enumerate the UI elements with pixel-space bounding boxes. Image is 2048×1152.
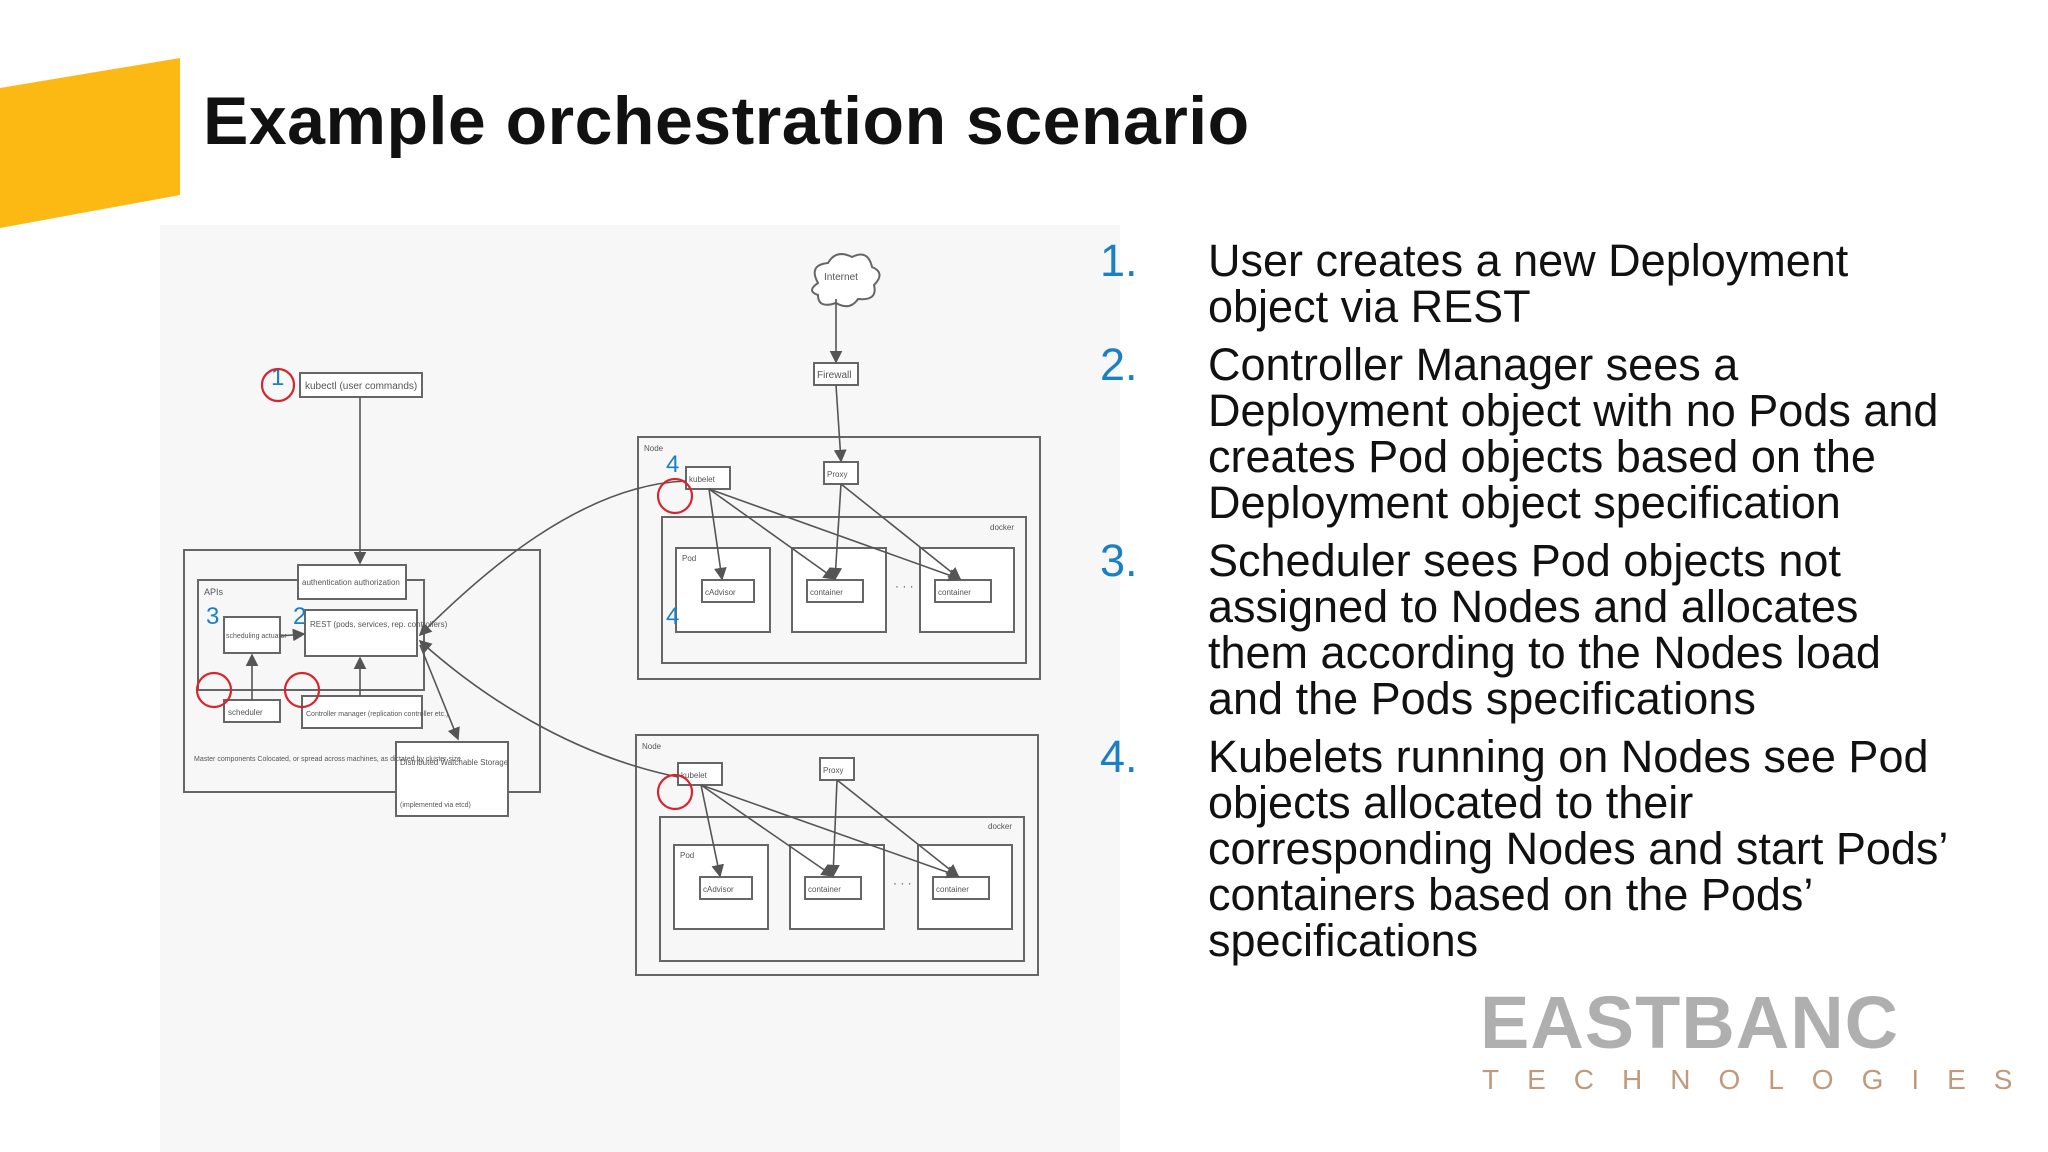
scheduling-label: scheduling actuator: [226, 633, 287, 640]
node-2-container-label: container: [808, 885, 841, 894]
auth-label: authentication authorization: [302, 578, 400, 587]
step-text: Controller Manager sees a Deployment obj…: [1208, 339, 1939, 528]
node-1-container-label: container: [938, 588, 971, 597]
rest-box: [304, 609, 418, 657]
step-item: 4. Kubelets running on Nodes see Pod obj…: [1100, 734, 2040, 964]
step-marker-1: 1: [271, 364, 284, 391]
step-item: 1. User creates a new Deployment object …: [1100, 238, 2040, 330]
storage-note: (implemented via etcd): [400, 802, 471, 809]
controller-manager-label: Controller manager (replication controll…: [306, 711, 448, 718]
architecture-diagram-panel: kubectl (user commands) Internet Firewal…: [160, 225, 1120, 1152]
annotation-circle: [656, 773, 694, 811]
master-note: Master components Colocated, or spread a…: [194, 756, 463, 763]
node-1-ellipsis: · · ·: [895, 579, 914, 593]
scheduling-actuator-box: [223, 616, 281, 654]
node-1-kubelet-box: [685, 466, 731, 490]
node-2-label: Node: [642, 742, 662, 751]
node-2-kubelet-label: kubelet: [681, 771, 708, 780]
node-2-docker-box: [659, 816, 1025, 962]
step-item: 2. Controller Manager sees a Deployment …: [1100, 342, 2040, 526]
step-text: Kubelets running on Nodes see Pod object…: [1208, 731, 1947, 966]
step-number: 2.: [1100, 339, 1138, 390]
step-number: 1.: [1100, 235, 1138, 286]
step-list: 1. User creates a new Deployment object …: [1100, 238, 2040, 976]
annotation-circle: [195, 671, 233, 709]
node-2-box: [635, 734, 1039, 976]
logo-wordmark: EASTBANC: [1480, 981, 1900, 1064]
step-number: 4.: [1100, 731, 1138, 782]
kubernetes-architecture-diagram: kubectl (user commands) Internet Firewal…: [183, 253, 1041, 976]
node-1-container-label: container: [810, 588, 843, 597]
node-1-proxy-label: Proxy: [827, 470, 847, 479]
storage-label: Distributed Watchable Storage: [400, 758, 509, 767]
internet-cloud: [811, 253, 881, 308]
annotation-circle: [656, 477, 694, 515]
auth-box: [297, 564, 407, 600]
master-box: [183, 549, 541, 793]
node-2-proxy-label: Proxy: [823, 766, 843, 775]
step-marker-4-lower: 4: [666, 603, 679, 630]
node-2-kubelet-box: [677, 762, 723, 786]
scheduler-label: scheduler: [228, 708, 263, 717]
apis-label: APIs: [204, 587, 224, 597]
node-1-kubelet-label: kubelet: [689, 475, 716, 484]
node-1-cadvisor-label: cAdvisor: [705, 588, 736, 597]
title-accent-shape: [0, 58, 180, 228]
rest-label: REST (pods, services, rep. controllers): [310, 620, 448, 629]
annotation-circle: [283, 671, 321, 709]
step-number: 3.: [1100, 535, 1138, 586]
node-2-cadvisor-label: cAdvisor: [703, 885, 734, 894]
step-text: Scheduler sees Pod objects not assigned …: [1208, 535, 1881, 724]
eastbanc-logo: EASTBANC TECHNOLOGIES: [1480, 980, 2012, 1095]
node-1-container-box: [934, 579, 992, 603]
node-2-docker-label: docker: [988, 822, 1012, 831]
node-1-docker-label: docker: [990, 523, 1014, 532]
node-1-docker-box: [661, 516, 1027, 664]
kubectl-label: kubectl (user commands): [305, 381, 417, 392]
kubectl-box: [299, 372, 423, 398]
step-text: User creates a new Deployment object via…: [1208, 235, 1849, 332]
logo-subtitle: TECHNOLOGIES: [1482, 1064, 2041, 1095]
slide-title: Example orchestration scenario: [203, 83, 1250, 159]
node-2-ellipsis: · · ·: [893, 876, 912, 890]
node-1-label: Node: [644, 444, 664, 453]
annotation-circle: [260, 367, 296, 403]
node-2-container-box: [932, 876, 990, 900]
node-2-container-label: container: [936, 885, 969, 894]
internet-label: Internet: [824, 272, 858, 283]
step-marker-2: 2: [293, 603, 306, 630]
step-marker-3: 3: [206, 603, 219, 630]
step-marker-4: 4: [666, 451, 679, 478]
controller-manager-box: [301, 695, 423, 729]
node-2-pod-label: Pod: [680, 851, 694, 860]
step-item: 3. Scheduler sees Pod objects not assign…: [1100, 538, 2040, 722]
storage-box: [395, 741, 509, 817]
node-2-cadvisor-box: [699, 876, 753, 900]
node-1-cadvisor-box: [701, 579, 755, 603]
firewall-label: Firewall: [817, 370, 851, 381]
node-1-pod-label: Pod: [682, 554, 696, 563]
